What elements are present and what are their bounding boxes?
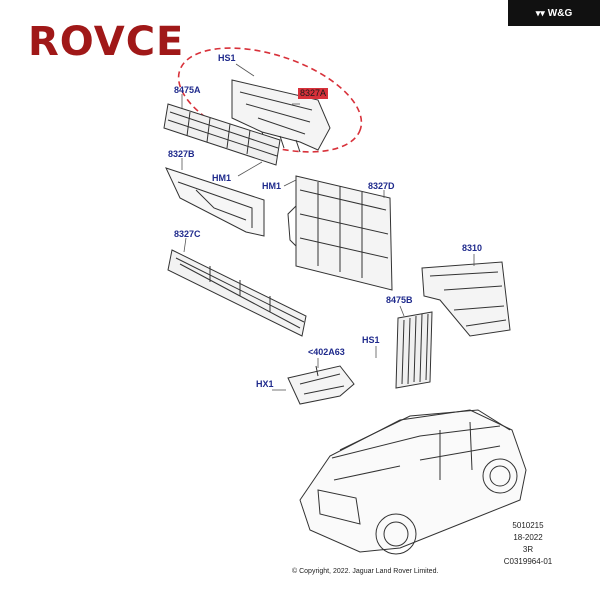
label-8327c: 8327C — [174, 229, 201, 239]
part-8327b-drawing — [165, 167, 265, 237]
part-8327c-drawing — [167, 249, 307, 337]
label-hm1-left: HM1 — [212, 173, 232, 183]
doc-ref-line: 5010215 — [512, 521, 544, 530]
document-reference: 5010215 18-2022 3R C0319964-01 — [498, 520, 558, 568]
label-8475a: 8475A — [174, 85, 201, 95]
label-8327a: 8327A — [298, 88, 329, 99]
label-hs1-top: HS1 — [218, 53, 236, 63]
doc-ref-line: 3R — [522, 545, 534, 554]
brand-mark-icon: ▾▾ — [535, 7, 545, 18]
label-hx1: HX1 — [256, 379, 274, 389]
copyright-text: © Copyright, 2022. Jaguar Land Rover Lim… — [292, 568, 439, 575]
part-402a63-drawing — [287, 365, 355, 405]
label-8310: 8310 — [462, 243, 483, 253]
label-402a63: <402A63 — [308, 347, 345, 357]
label-8327b: 8327B — [168, 149, 195, 159]
label-hm1-mid: HM1 — [262, 181, 282, 191]
doc-ref-line: C0319964-01 — [503, 557, 553, 566]
label-8327d: 8327D — [368, 181, 395, 191]
part-8475a-drawing — [163, 103, 281, 166]
label-8475b: 8475B — [386, 295, 413, 305]
part-8475b-drawing — [395, 311, 433, 389]
brand-logo: ROVCE — [28, 19, 185, 65]
watermark-badge: ▾▾ W&G — [508, 0, 600, 26]
part-8310-drawing — [421, 261, 511, 337]
vehicle-drawing — [299, 409, 527, 555]
label-hs1-low: HS1 — [362, 335, 380, 345]
part-8327d-drawing — [287, 175, 393, 291]
badge-text: W&G — [547, 7, 573, 19]
doc-ref-line: 18-2022 — [513, 533, 543, 542]
